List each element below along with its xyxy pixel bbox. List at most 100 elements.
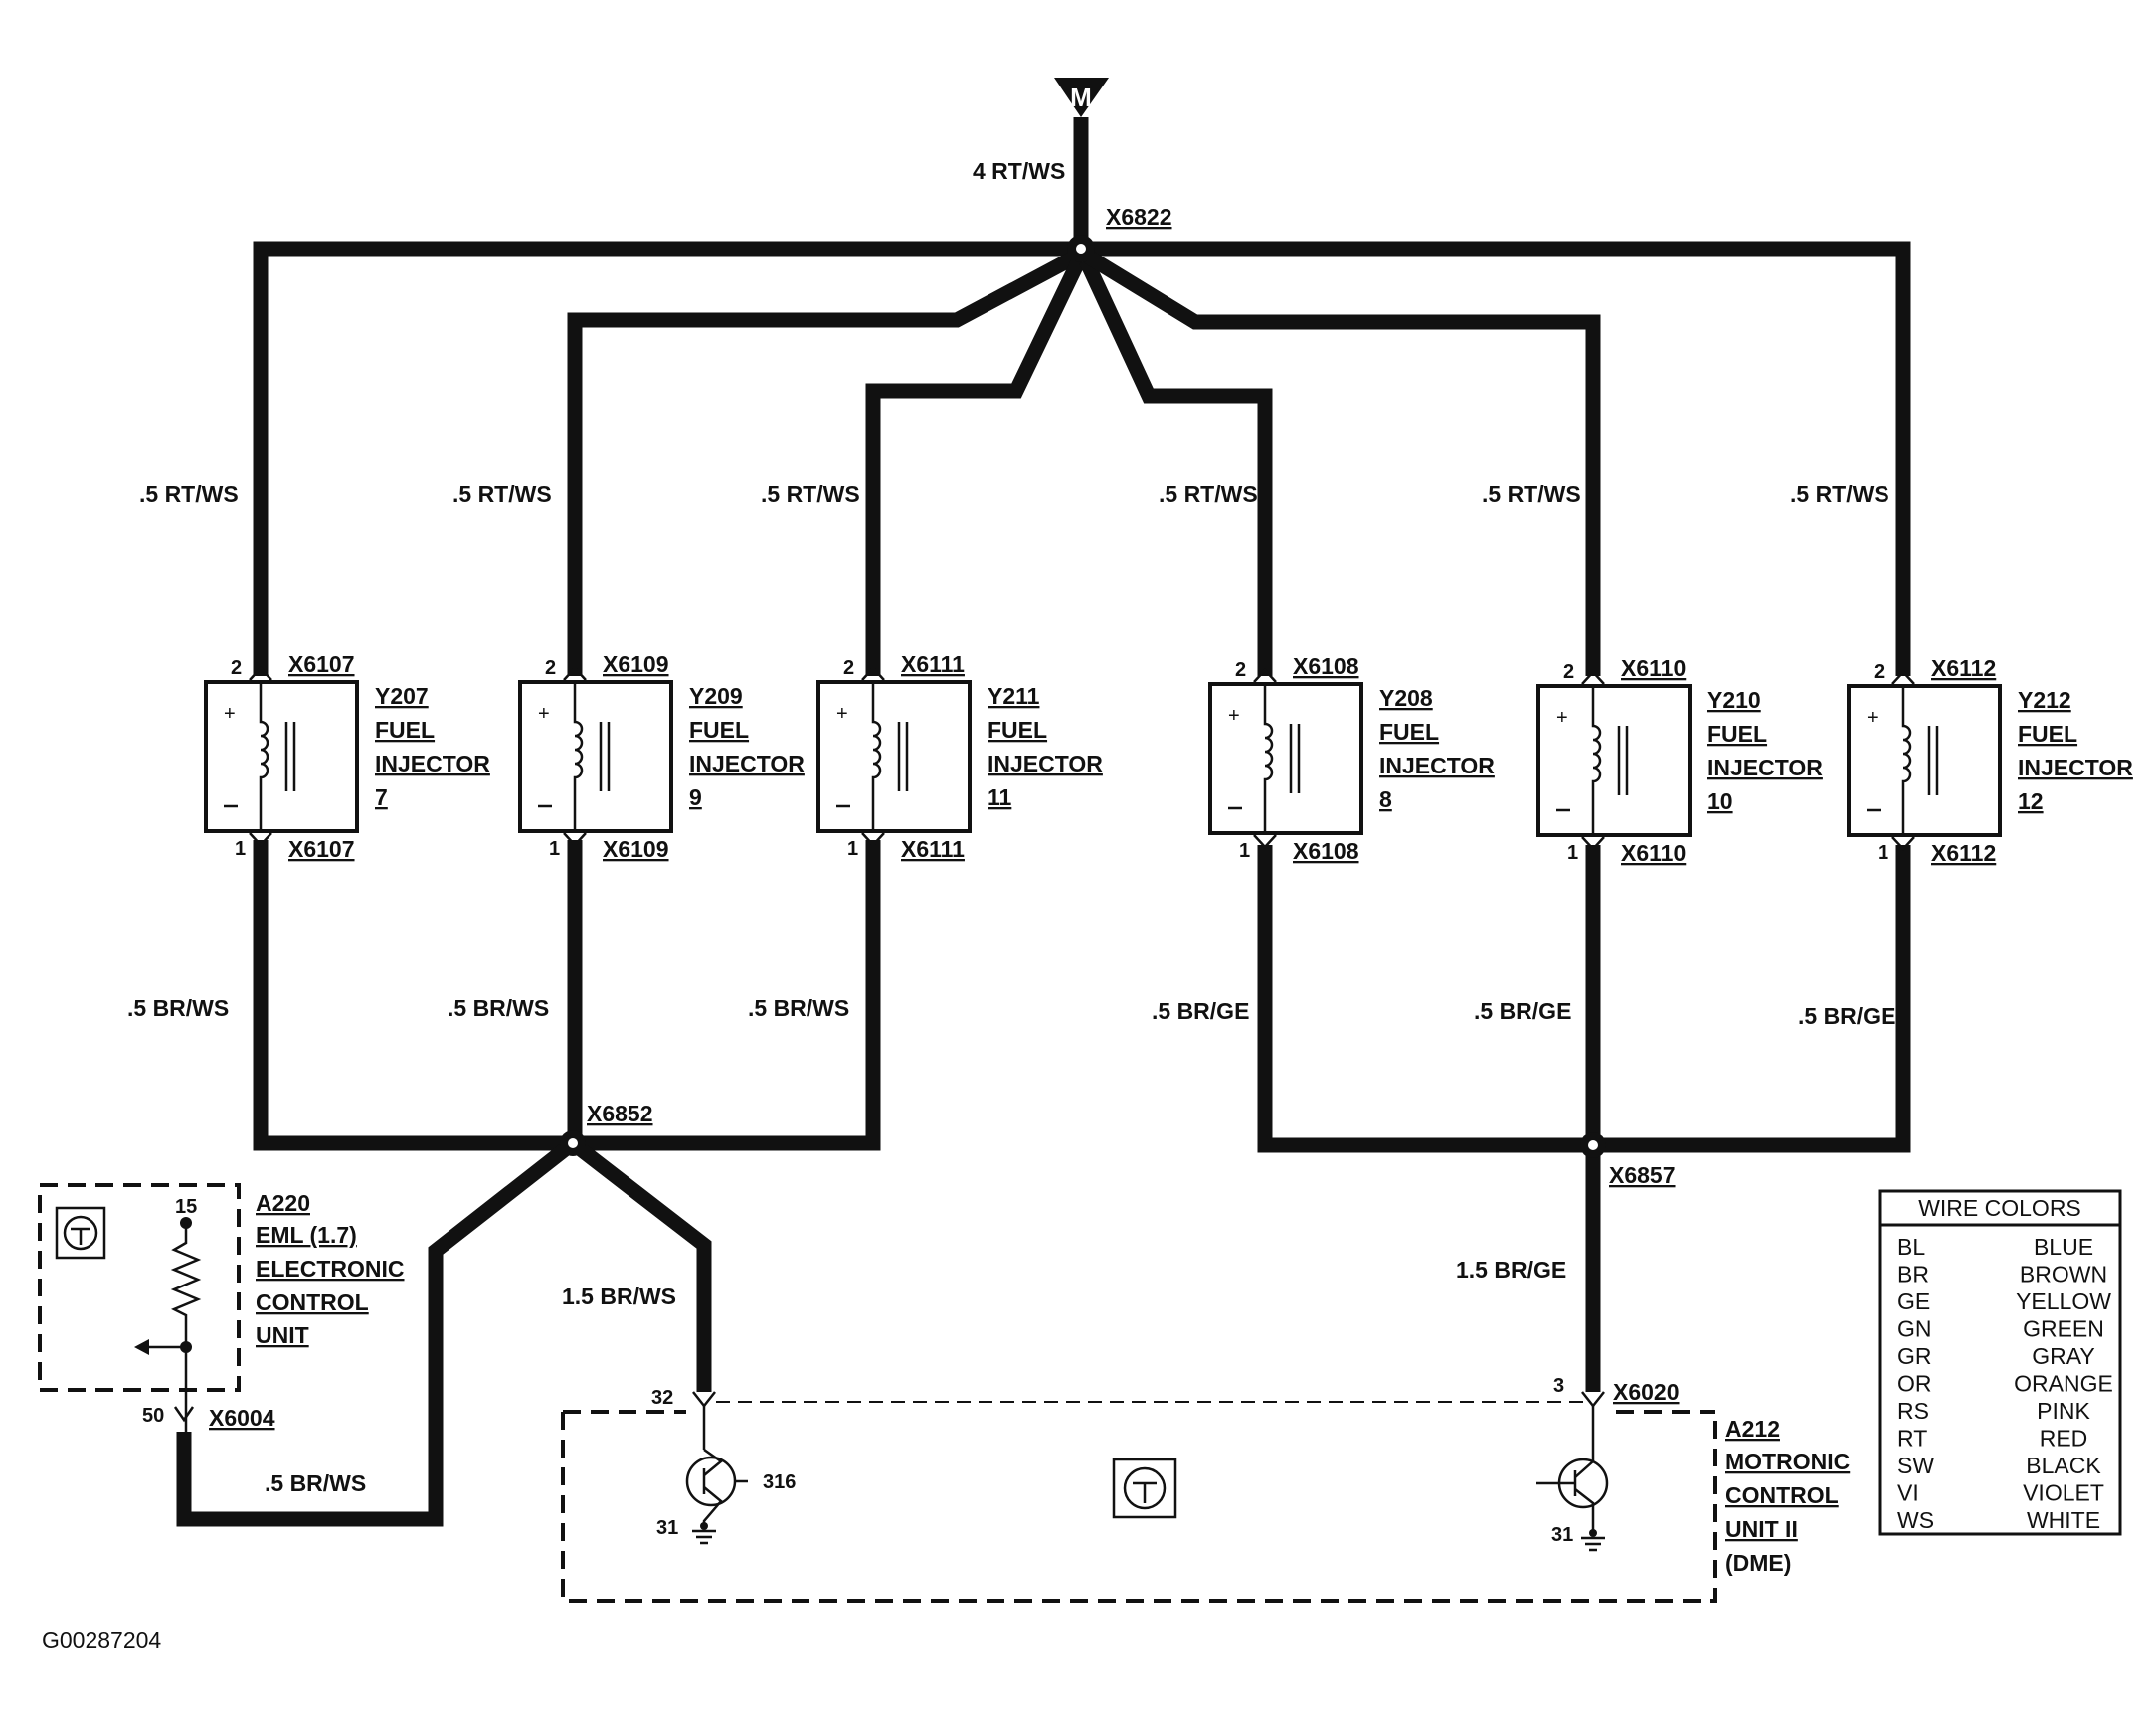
legend-code: GE [1897, 1288, 1930, 1314]
motronic-line4: (DME) [1725, 1550, 1791, 1576]
injector-name-line2: INJECTOR [375, 751, 490, 776]
eml-line1: EML (1.7) [256, 1222, 357, 1248]
legend-color-name: WHITE [2027, 1507, 2100, 1533]
injector-y211: .5 RT/WS.5 BR/WS+21X6111X6111Y211FUELINJ… [748, 481, 1103, 1021]
injector-body [1847, 684, 2002, 837]
figure-id: G00287204 [42, 1628, 161, 1653]
injector-y208: .5 RT/WS.5 BR/GE+21X6108X6108Y208FUELINJ… [1152, 481, 1495, 1024]
injector-supply-wire-label: .5 RT/WS [761, 481, 860, 507]
injector-top-connector-icon [861, 666, 885, 681]
eml-arrow-icon [134, 1339, 149, 1355]
legend-color-name: BLUE [2034, 1234, 2093, 1260]
left-transistor-icon [685, 1406, 748, 1545]
injector-group: .5 RT/WS.5 BR/WS+21X6107X6107Y207FUELINJ… [127, 481, 2133, 1029]
injector-top-connector-icon [1581, 670, 1605, 685]
motronic-pin-3: 3 [1553, 1375, 1564, 1397]
injector-top-connector-icon [1891, 670, 1915, 685]
injector-top-connector-label: X6110 [1621, 655, 1686, 681]
injector-top-connector-label: X6108 [1293, 653, 1359, 679]
injector-pin-bottom: 1 [1878, 842, 1888, 864]
legend-color-name: YELLOW [2016, 1288, 2111, 1314]
injector-return-wire-label: .5 BR/WS [127, 995, 229, 1021]
motronic-ground-right: 31 [1551, 1524, 1573, 1546]
injector-top-connector-label: X6109 [603, 651, 669, 677]
injector-bottom-connector-label: X6107 [288, 836, 355, 862]
legend-color-name: RED [2040, 1426, 2088, 1452]
injector-number: 12 [2018, 788, 2044, 814]
injector-coil-icon [871, 682, 882, 831]
injector-pin-top: 2 [545, 657, 556, 679]
injector-top-connector-label: X6111 [901, 651, 965, 677]
injector-pin-bottom: 1 [847, 838, 858, 860]
splice-right-label: X6857 [1609, 1162, 1676, 1188]
injector-top-connector-icon [563, 666, 587, 681]
injector-name-line2: INJECTOR [1379, 753, 1495, 778]
motronic-id: A212 [1725, 1416, 1780, 1442]
injector-bottom-connector-icon [249, 832, 272, 847]
injector-id: Y207 [375, 683, 429, 709]
injector-top-connector-icon [1253, 668, 1277, 683]
injector-name-line1: FUEL [2018, 721, 2077, 747]
injector-id: Y211 [988, 683, 1040, 709]
injector-bottom-connector-label: X6112 [1931, 840, 1996, 866]
bottom-return-wires [176, 840, 1911, 1527]
injector-y210: .5 RT/WS.5 BR/GE+21X6110X6110Y210FUELINJ… [1474, 481, 1823, 1024]
injector-name-line2: INJECTOR [689, 751, 805, 776]
legend-code: BR [1897, 1262, 1929, 1287]
injector-name-line1: FUEL [1707, 721, 1767, 747]
injector-pin-bottom: 1 [549, 838, 560, 860]
injector-y212: .5 RT/WS.5 BR/GE+21X6112X6112Y212FUELINJ… [1790, 481, 2133, 1029]
injector-bottom-connector-label: X6111 [901, 836, 965, 862]
motronic-connector-label: X6020 [1613, 1379, 1680, 1405]
injector-coil-icon [573, 682, 584, 831]
legend-code: RT [1897, 1426, 1927, 1452]
legend-color-name: PINK [2037, 1398, 2090, 1424]
injector-coil-icon [1263, 684, 1274, 833]
legend-color-name: ORANGE [2014, 1371, 2113, 1397]
eml-pin-50: 50 [142, 1405, 164, 1427]
splice-right-wire-down-label: 1.5 BR/GE [1456, 1257, 1566, 1283]
injector-name-line2: INJECTOR [988, 751, 1103, 776]
injector-return-wire-label: .5 BR/GE [1798, 1003, 1895, 1029]
right-transistor-icon [1536, 1406, 1609, 1552]
injector-pin-top: 2 [1235, 659, 1246, 681]
injector-pin-top: 2 [231, 657, 242, 679]
injector-pin-bottom: 1 [235, 838, 246, 860]
eml-unit: 15 50 X6004 A220 EML (1.7) ELECTRONIC CO… [38, 1183, 405, 1432]
injector-name-line1: FUEL [375, 717, 435, 743]
injector-plus-sign: + [224, 703, 236, 725]
legend-title: WIRE COLORS [1918, 1195, 2081, 1221]
injector-name-line1: FUEL [988, 717, 1047, 743]
splice-left-label: X6852 [587, 1101, 653, 1126]
injector-pin-bottom: 1 [1239, 840, 1250, 862]
legend-box [1878, 1189, 2122, 1536]
injector-bottom-connector-label: X6108 [1293, 838, 1359, 864]
motronic-line1: MOTRONIC [1725, 1449, 1850, 1474]
injector-pin-top: 2 [843, 657, 854, 679]
legend-code: OR [1897, 1371, 1932, 1397]
splice-left-wire-down-label: 1.5 BR/WS [562, 1284, 676, 1309]
injector-bottom-connector-icon [1253, 834, 1277, 849]
injector-supply-wire-label: .5 RT/WS [452, 481, 552, 507]
injector-name-line1: FUEL [689, 717, 749, 743]
injector-body [1536, 684, 1692, 837]
injector-pin-bottom: 1 [1567, 842, 1578, 864]
injector-bottom-connector-icon [861, 832, 885, 847]
injector-number: 8 [1379, 786, 1392, 812]
eml-pin-15: 15 [175, 1196, 197, 1218]
injector-id: Y209 [689, 683, 743, 709]
legend-color-name: VIOLET [2023, 1480, 2104, 1506]
injector-supply-wire-label: .5 RT/WS [1482, 481, 1581, 507]
main-splice-label: X6822 [1106, 204, 1172, 230]
legend-color-name: GREEN [2023, 1316, 2104, 1342]
injector-bottom-connector-label: X6109 [603, 836, 669, 862]
legend-code: WS [1897, 1507, 1934, 1533]
legend-code: GR [1897, 1343, 1932, 1369]
injector-supply-wire-label: .5 RT/WS [1159, 481, 1258, 507]
motronic-line2: CONTROL [1725, 1482, 1839, 1508]
injector-body [816, 680, 972, 833]
eml-resistor-icon [170, 1223, 202, 1432]
injector-id: Y208 [1379, 685, 1433, 711]
